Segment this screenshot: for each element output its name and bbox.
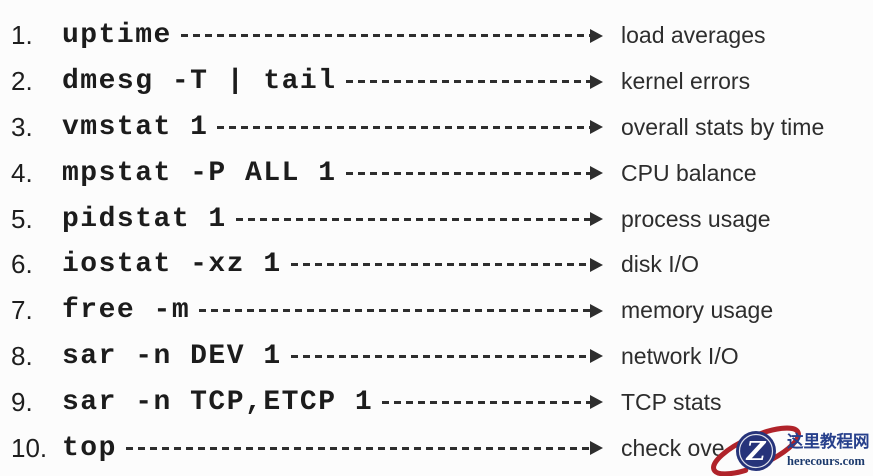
command-row: 6. iostat -xz 1 disk I/O (0, 242, 873, 288)
arrowhead-icon (590, 120, 603, 135)
svg-text:Z: Z (746, 437, 767, 467)
command-text: iostat -xz 1 (62, 249, 282, 281)
dashed-arrow-line (382, 400, 590, 404)
watermark-logo-icon: Z (711, 425, 801, 476)
command-row: 1. uptime load averages (0, 13, 873, 59)
command-text: pidstat 1 (62, 203, 227, 235)
command-description: network I/O (621, 342, 739, 369)
command-row: 7. free -m memory usage (0, 288, 873, 334)
command-text: uptime (62, 20, 172, 52)
arrowhead-icon (590, 349, 603, 364)
arrowhead-icon (590, 212, 603, 227)
command-description: overall stats by time (621, 113, 825, 140)
command-text: sar -n TCP,ETCP 1 (62, 386, 374, 418)
command-row: 9. sar -n TCP,ETCP 1 TCP stats (0, 379, 873, 425)
row-number: 8. (11, 340, 33, 371)
dashed-arrow-line (217, 125, 590, 129)
command-row: 3. vmstat 1 overall stats by time (0, 105, 873, 151)
dashed-arrow-line (180, 34, 590, 38)
command-text: top (62, 432, 117, 464)
command-description: kernel errors (621, 68, 751, 95)
row-number: 6. (11, 249, 33, 280)
arrowhead-icon (590, 74, 603, 89)
row-number: 7. (11, 295, 33, 326)
watermark-site-url: herecours.com (787, 454, 865, 468)
dashed-arrow-line (345, 171, 590, 175)
command-description: TCP stats (621, 388, 722, 415)
command-description: CPU balance (621, 159, 757, 186)
dashed-arrow-line (290, 354, 590, 358)
dashed-arrow-line (290, 263, 590, 267)
command-description: load averages (621, 22, 766, 49)
command-description: check ove (621, 434, 725, 461)
row-number: 9. (11, 386, 33, 417)
watermark-site-name: 这里教程网 (787, 432, 870, 451)
command-text: dmesg -T | tail (62, 66, 337, 98)
arrowhead-icon (590, 257, 603, 272)
command-row: 2. dmesg -T | tail kernel errors (0, 59, 873, 105)
command-row: 10. top check ove (0, 425, 873, 471)
arrowhead-icon (590, 166, 603, 181)
command-row: 5. pidstat 1 process usage (0, 196, 873, 242)
arrowhead-icon (590, 303, 603, 318)
arrowhead-icon (590, 395, 603, 410)
arrowhead-icon (590, 441, 603, 456)
watermark: Z 这里教程网 herecours.com (691, 418, 873, 476)
row-number: 4. (11, 157, 33, 188)
command-text: mpstat -P ALL 1 (62, 157, 337, 189)
command-description: memory usage (621, 297, 774, 324)
arrowhead-icon (590, 28, 603, 43)
command-row: 8. sar -n DEV 1 network I/O (0, 334, 873, 380)
command-text: sar -n DEV 1 (62, 340, 282, 372)
command-text: vmstat 1 (62, 111, 209, 143)
command-text: free -m (62, 295, 191, 327)
dashed-arrow-line (125, 446, 590, 450)
command-description: process usage (621, 205, 771, 232)
dashed-arrow-line (345, 80, 590, 84)
dashed-arrow-line (235, 217, 590, 221)
command-row: 4. mpstat -P ALL 1 CPU balance (0, 150, 873, 196)
row-number: 5. (11, 203, 33, 234)
row-number: 10. (11, 432, 48, 463)
row-number: 2. (11, 66, 33, 97)
row-number: 1. (11, 20, 33, 51)
command-description: disk I/O (621, 251, 699, 278)
row-number: 3. (11, 111, 33, 142)
dashed-arrow-line (199, 309, 590, 313)
